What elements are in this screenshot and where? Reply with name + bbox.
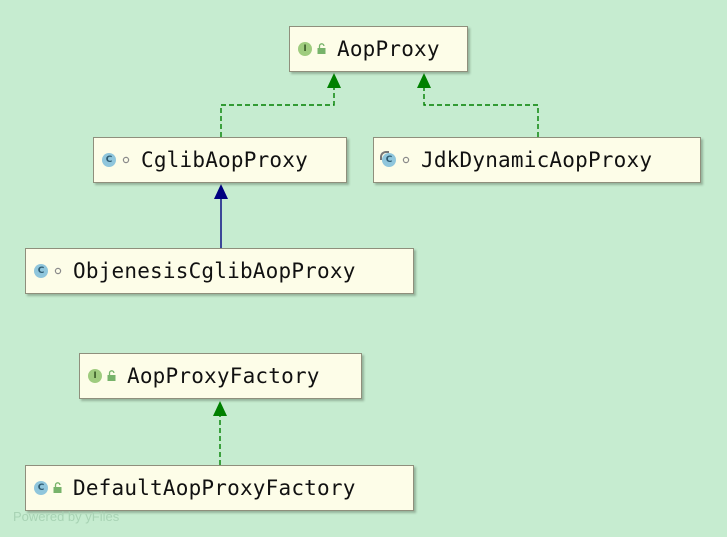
edge-objenesis-extends-cglib xyxy=(214,184,228,248)
node-aop-proxy[interactable]: I AopProxy xyxy=(289,26,468,72)
edge-jdk-implements-aopproxy xyxy=(417,73,539,137)
class-icon: C xyxy=(34,264,48,278)
package-visibility-icon xyxy=(402,156,410,164)
node-jdk-dynamic-aop-proxy[interactable]: C JdkDynamicAopProxy xyxy=(373,137,701,183)
public-visibility-icon xyxy=(317,43,326,54)
interface-icon: I xyxy=(298,42,312,56)
node-label: ObjenesisCglibAopProxy xyxy=(73,259,356,283)
class-icon: C xyxy=(102,153,116,167)
class-icon: C xyxy=(380,151,396,167)
node-label: AopProxy xyxy=(337,37,440,61)
public-visibility-icon xyxy=(53,482,62,493)
node-label: DefaultAopProxyFactory xyxy=(73,476,356,500)
edge-cglib-implements-aopproxy xyxy=(220,73,341,137)
node-label: AopProxyFactory xyxy=(127,364,320,388)
node-cglib-aop-proxy[interactable]: C CglibAopProxy xyxy=(93,137,347,183)
implements-arrowhead xyxy=(327,73,341,88)
interface-icon: I xyxy=(88,369,102,383)
node-objenesis-cglib-aop-proxy[interactable]: C ObjenesisCglibAopProxy xyxy=(25,248,414,294)
package-visibility-icon xyxy=(122,156,130,164)
edge-default-implements-factory xyxy=(213,401,227,465)
node-aop-proxy-factory[interactable]: I AopProxyFactory xyxy=(79,353,362,399)
node-label: CglibAopProxy xyxy=(141,148,308,172)
node-label: JdkDynamicAopProxy xyxy=(421,148,653,172)
extends-arrowhead xyxy=(214,184,228,199)
implements-arrowhead xyxy=(213,401,227,416)
powered-by-watermark: Powered by yFiles xyxy=(13,509,120,524)
package-visibility-icon xyxy=(54,267,62,275)
node-default-aop-proxy-factory[interactable]: C DefaultAopProxyFactory xyxy=(25,465,414,511)
public-visibility-icon xyxy=(107,370,116,381)
class-icon: C xyxy=(34,481,48,495)
implements-arrowhead xyxy=(417,73,431,88)
